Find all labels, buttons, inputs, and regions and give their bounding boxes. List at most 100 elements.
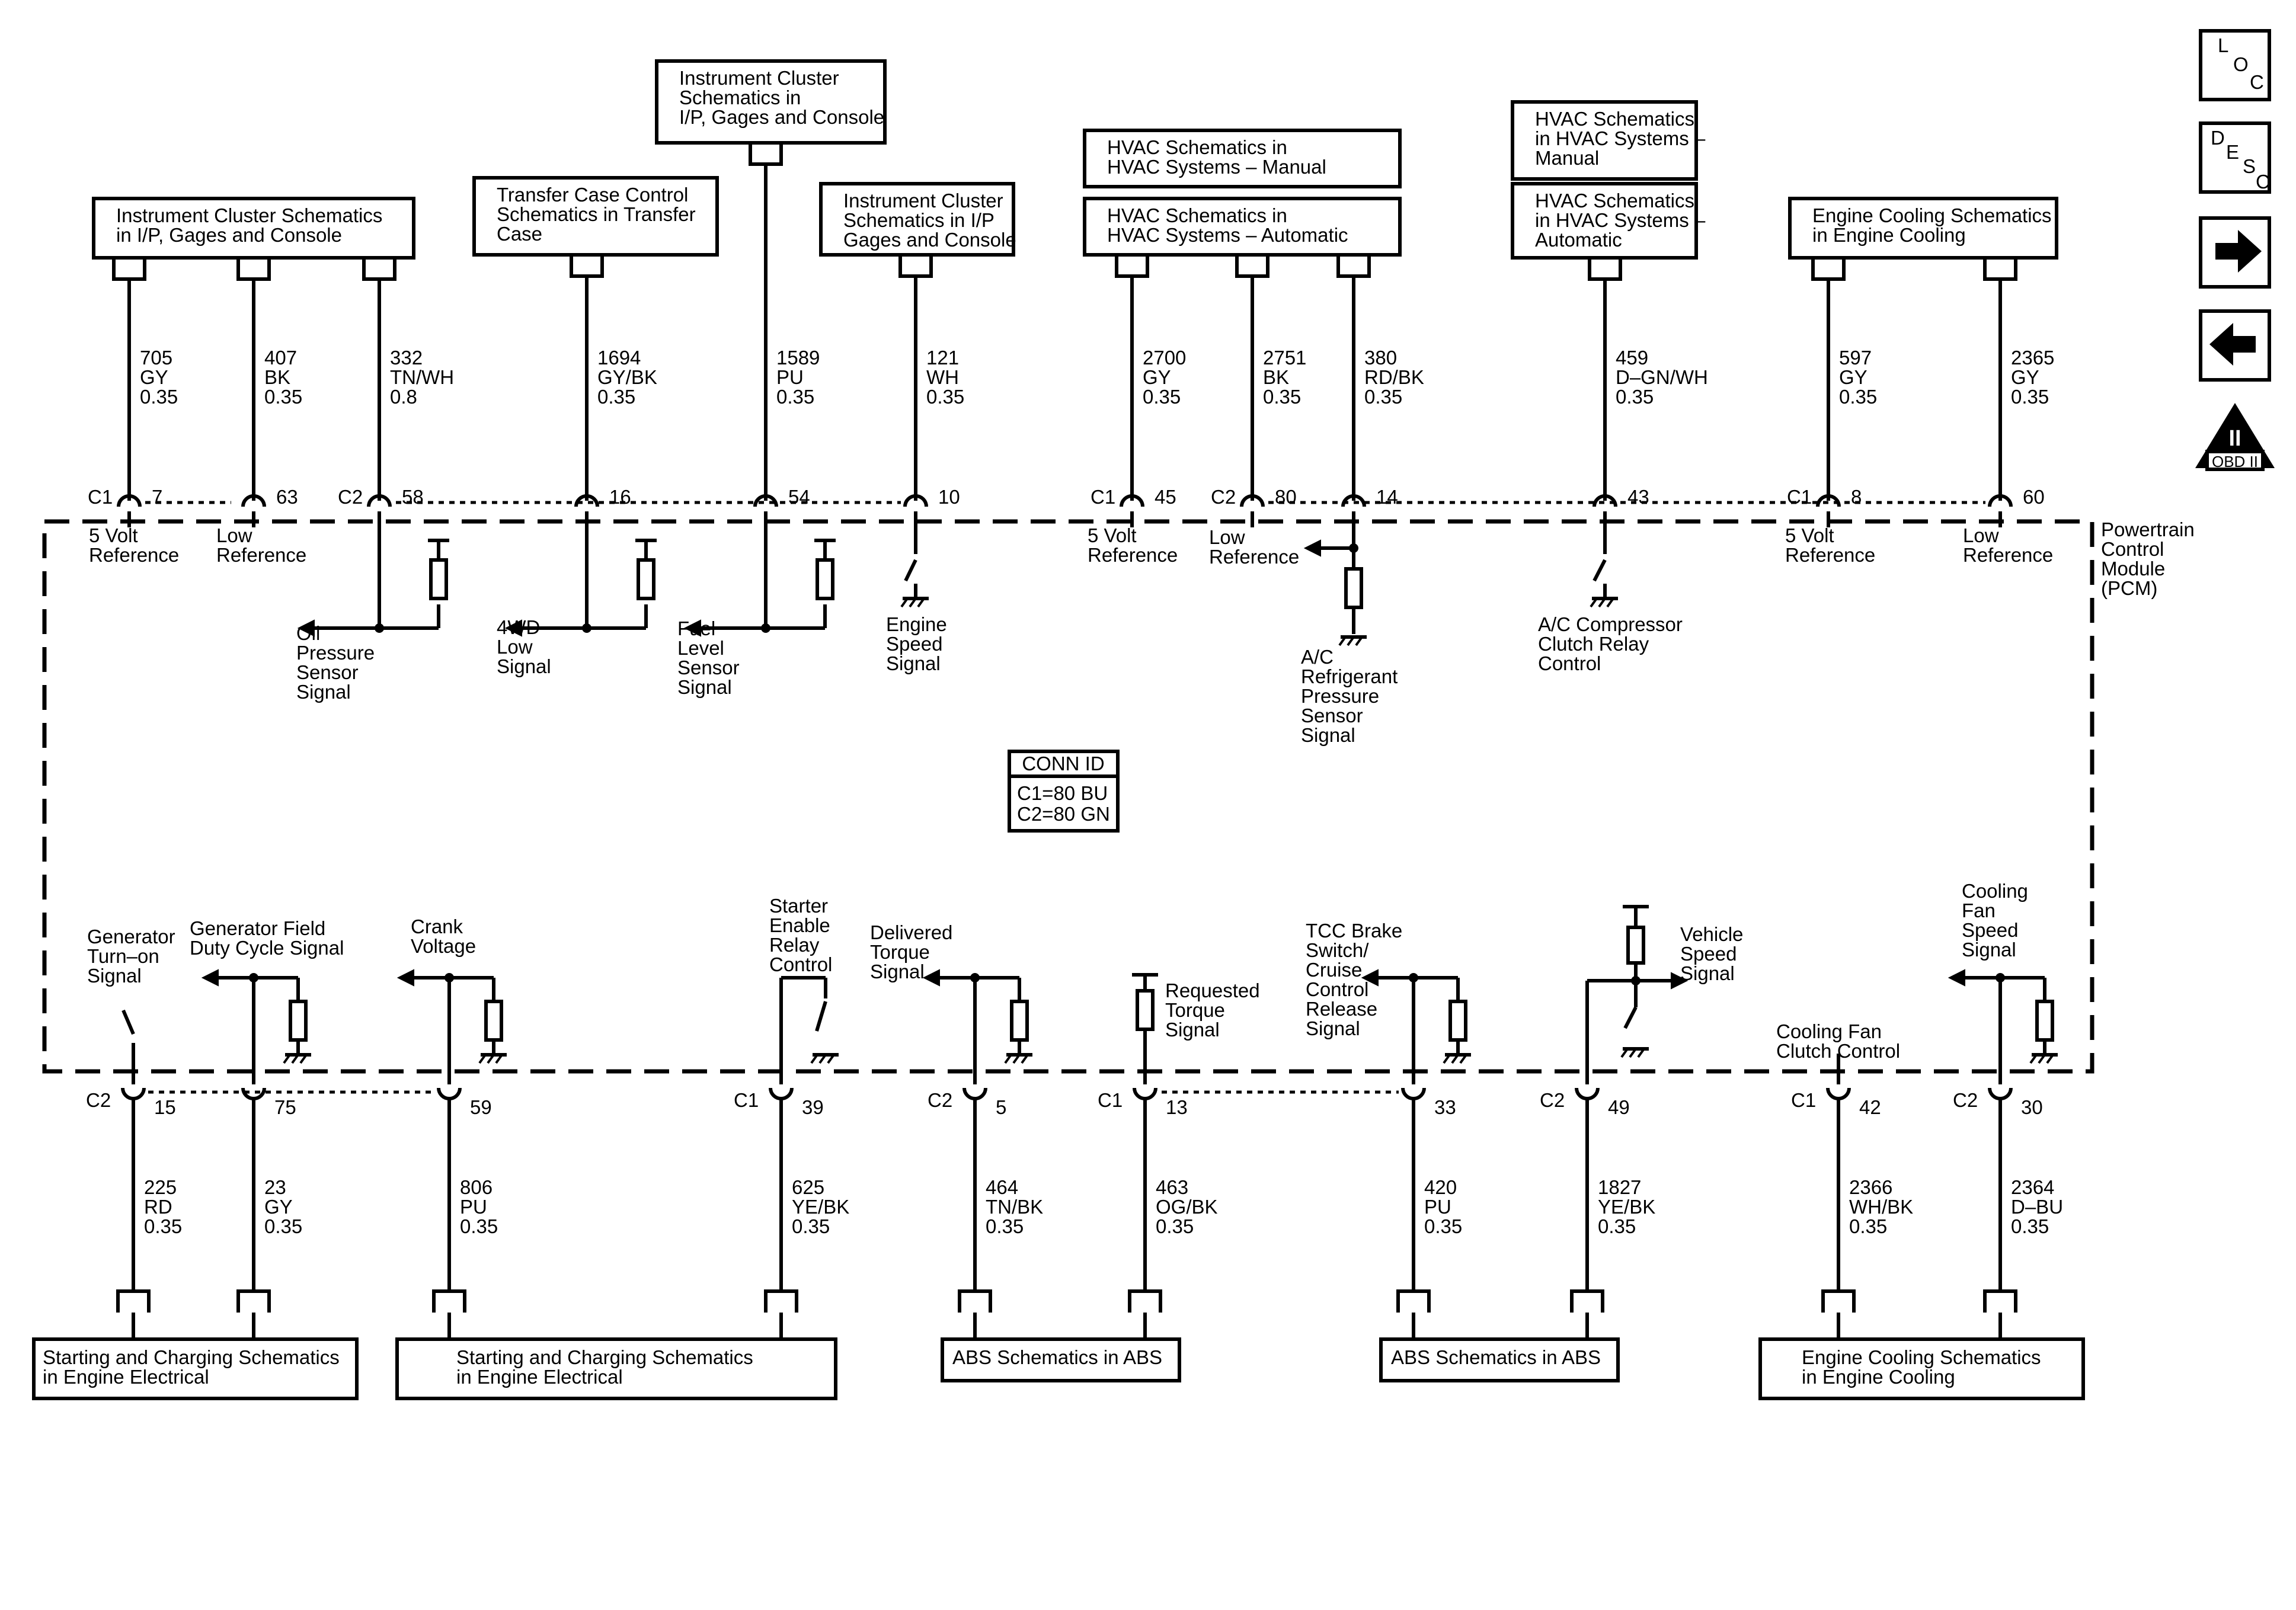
connector-tab: [958, 1289, 992, 1313]
reference-box-frame: [1083, 197, 1402, 257]
circuit-function-label: Signal: [87, 965, 142, 987]
reference-box-text: in HVAC Systems –: [1535, 209, 1706, 231]
sensor-input-circuit: [504, 511, 657, 637]
loc-button[interactable]: LOC: [2199, 29, 2271, 101]
circuit-number: 2364: [2011, 1176, 2054, 1198]
pcm-module-label: Powertrain: [2101, 518, 2195, 540]
resistor: [429, 558, 448, 600]
connector-tab: [432, 1289, 466, 1313]
circuit-function-label: Vehicle: [1680, 923, 1743, 945]
wire-gauge: 0.35: [1424, 1215, 1462, 1237]
reference-box-text: ABS Schematics in ABS: [952, 1346, 1162, 1368]
wire-gauge: 0.35: [1263, 386, 1301, 408]
ground-symbol: [909, 597, 917, 608]
arrow-head: [396, 969, 414, 987]
connector-id: C2: [928, 1089, 952, 1111]
starter-enable-relay-switch: [779, 976, 839, 1064]
reference-box-text: Schematics in I/P: [843, 209, 994, 231]
wire-gauge: 0.35: [776, 386, 814, 408]
circuit-function-label: TCC Brake: [1306, 920, 1402, 942]
circuit-function-label: Sensor: [1301, 705, 1363, 726]
wire-gauge: 0.35: [2011, 386, 2049, 408]
circuit-function-label: Cruise: [1306, 959, 1362, 981]
ground-symbol: [495, 1054, 503, 1064]
circuit-number: 2751: [1263, 347, 1306, 369]
circuit-function-label: Reference: [1963, 544, 2053, 566]
wire-color: BK: [1263, 366, 1289, 388]
connector-tab: [1821, 1289, 1856, 1313]
reference-box-text: Manual: [1535, 147, 1599, 169]
circuit-number: 332: [390, 347, 423, 369]
reference-box-text: HVAC Schematics: [1535, 190, 1694, 212]
circuit-number: 23: [264, 1176, 286, 1198]
reference-box-text: Engine Cooling Schematics: [1802, 1346, 2041, 1368]
circuit-function-label: Reference: [1088, 544, 1178, 566]
circuit-function-label: Signal: [1306, 1017, 1360, 1039]
obd-label: OBD II: [2212, 453, 2258, 470]
circuit-function-label: Reference: [1209, 546, 1299, 568]
circuit-function-label: Low: [1963, 524, 1999, 546]
connector-id: C2: [1540, 1089, 1565, 1111]
ground-symbol: [1021, 1054, 1029, 1064]
terminal-arc: [1120, 494, 1144, 507]
resistor: [1010, 1000, 1029, 1042]
reference-box-frame: [1379, 1337, 1620, 1382]
desc-letter: S: [2243, 155, 2256, 177]
wire-gauge: 0.35: [926, 386, 964, 408]
wire-color: TN/WH: [390, 366, 454, 388]
circuit-function-label: Duty Cycle Signal: [190, 937, 344, 959]
ground-symbol: [1355, 636, 1363, 646]
wire-gauge: 0.35: [264, 1215, 302, 1237]
circuit-function-label: Signal: [1301, 724, 1355, 746]
ground-symbol: [900, 597, 909, 608]
terminal-arc: [1133, 1087, 1157, 1100]
reference-box-text: Transfer Case Control: [497, 184, 688, 206]
circuit-function-label: Signal: [497, 655, 551, 677]
reference-box-frame: [1511, 100, 1698, 181]
sensor-input-circuit: [683, 511, 836, 637]
forward-arrow-button[interactable]: [2199, 216, 2271, 289]
connector-id: C1: [1787, 486, 1812, 508]
circuit-number: 1694: [597, 347, 641, 369]
wire-color: GY: [2011, 366, 2039, 388]
connector-id: C1: [1791, 1089, 1816, 1111]
resistor: [2035, 1000, 2054, 1042]
circuit-number: 407: [264, 347, 297, 369]
connector-tab: [1235, 255, 1269, 278]
ground-symbol: [818, 1054, 827, 1064]
desc-letter: C: [2256, 171, 2270, 193]
crank-voltage-circuit: [396, 969, 507, 1064]
wire-color: BK: [264, 366, 290, 388]
pin-number: 45: [1155, 486, 1176, 508]
connector-tab: [236, 1289, 271, 1313]
loc-letter: O: [2233, 53, 2249, 75]
pin-number: 13: [1166, 1096, 1188, 1118]
circuit-function-label: Signal: [1962, 939, 2016, 961]
circuit-function-label: Cooling Fan: [1776, 1020, 1882, 1042]
back-arrow-button[interactable]: [2199, 309, 2271, 382]
reference-box-frame: [395, 1337, 837, 1400]
wire-color: GY: [264, 1196, 293, 1218]
reference-box-text: in Engine Electrical: [456, 1366, 623, 1388]
terminal-arc: [962, 1087, 987, 1100]
arrow-head: [683, 619, 701, 637]
reference-box-frame: [1788, 197, 2058, 260]
circuit-function-label: Generator: [87, 926, 175, 948]
pin-number: 5: [996, 1096, 1006, 1118]
wire-color: YE/BK: [1598, 1196, 1655, 1218]
arrow-head: [297, 619, 315, 637]
circuit-number: 1827: [1598, 1176, 1641, 1198]
terminal-arc: [1575, 1087, 1600, 1100]
wire-color: OG/BK: [1156, 1196, 1218, 1218]
